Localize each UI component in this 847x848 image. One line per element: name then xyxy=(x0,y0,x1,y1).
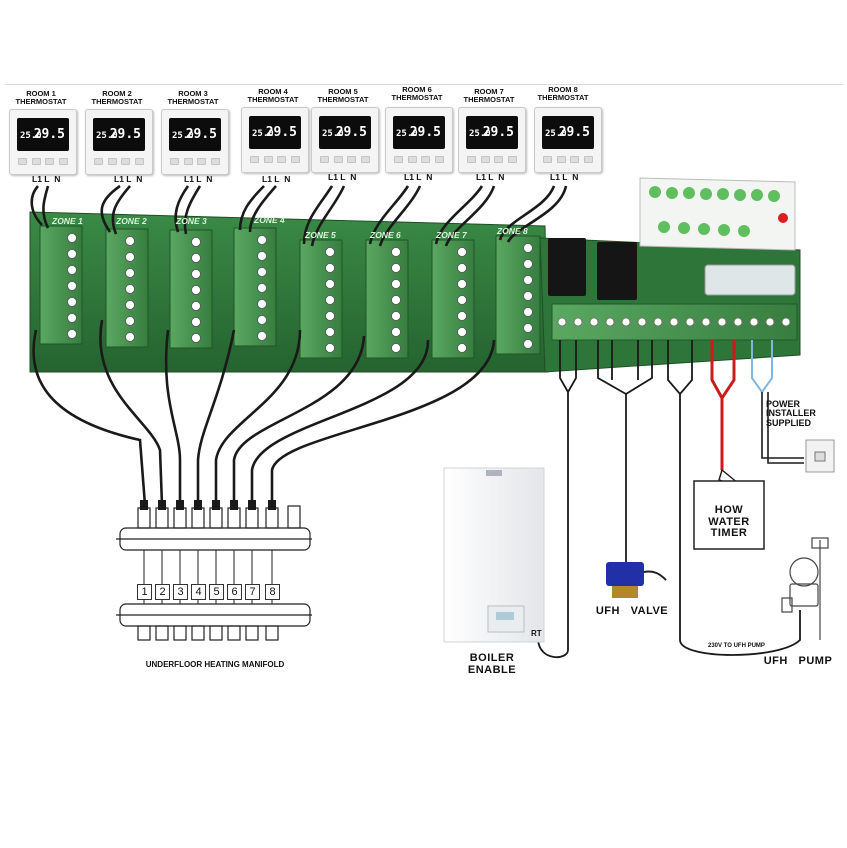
timer-box xyxy=(693,480,765,550)
thermostat-wires xyxy=(30,184,568,247)
manifold-port-6: 6 xyxy=(227,584,242,600)
manifold-port-5: 5 xyxy=(209,584,224,600)
terminal-screws xyxy=(67,233,533,353)
power-feed-wires xyxy=(761,392,804,464)
manifold xyxy=(116,505,312,641)
control-wires xyxy=(537,340,801,658)
timer-live-wires xyxy=(710,340,736,470)
zone-label-3: ZONE 3 xyxy=(176,216,207,226)
ufh-pump-label: UFH PUMP xyxy=(763,655,833,667)
boiler-terminal-label: RT xyxy=(531,629,542,638)
zone-label-4: ZONE 4 xyxy=(254,215,285,225)
manifold-port-1: 1 xyxy=(137,584,152,600)
power-socket xyxy=(805,439,835,473)
ufh-valve-label: UFH VALVE xyxy=(595,605,669,617)
ufh-valve xyxy=(606,562,667,598)
zone-label-6: ZONE 6 xyxy=(370,230,401,240)
manifold-port-3: 3 xyxy=(173,584,188,600)
zone-terminal-blocks xyxy=(39,225,541,359)
diagram-frame xyxy=(5,84,843,679)
actuator-wires xyxy=(32,319,496,510)
manifold-port-8: 8 xyxy=(265,584,280,600)
manifold-port-4: 4 xyxy=(191,584,206,600)
zone-label-1: ZONE 1 xyxy=(52,216,83,226)
manifold-port-2: 2 xyxy=(155,584,170,600)
ufh-pump xyxy=(781,537,829,640)
boiler xyxy=(443,467,545,643)
zone-label-8: ZONE 8 xyxy=(497,226,528,236)
manifold-actuator-heads xyxy=(140,500,276,510)
zone-label-2: ZONE 2 xyxy=(116,216,147,226)
pump-cable-note: 230V TO UFH PUMP xyxy=(708,643,765,649)
manifold-caption: UNDERFLOOR HEATING MANIFOLD xyxy=(145,660,285,669)
zone-board xyxy=(29,177,801,373)
zone-label-7: ZONE 7 xyxy=(436,230,467,240)
zone-label-5: ZONE 5 xyxy=(305,230,336,240)
manifold-port-7: 7 xyxy=(245,584,260,600)
